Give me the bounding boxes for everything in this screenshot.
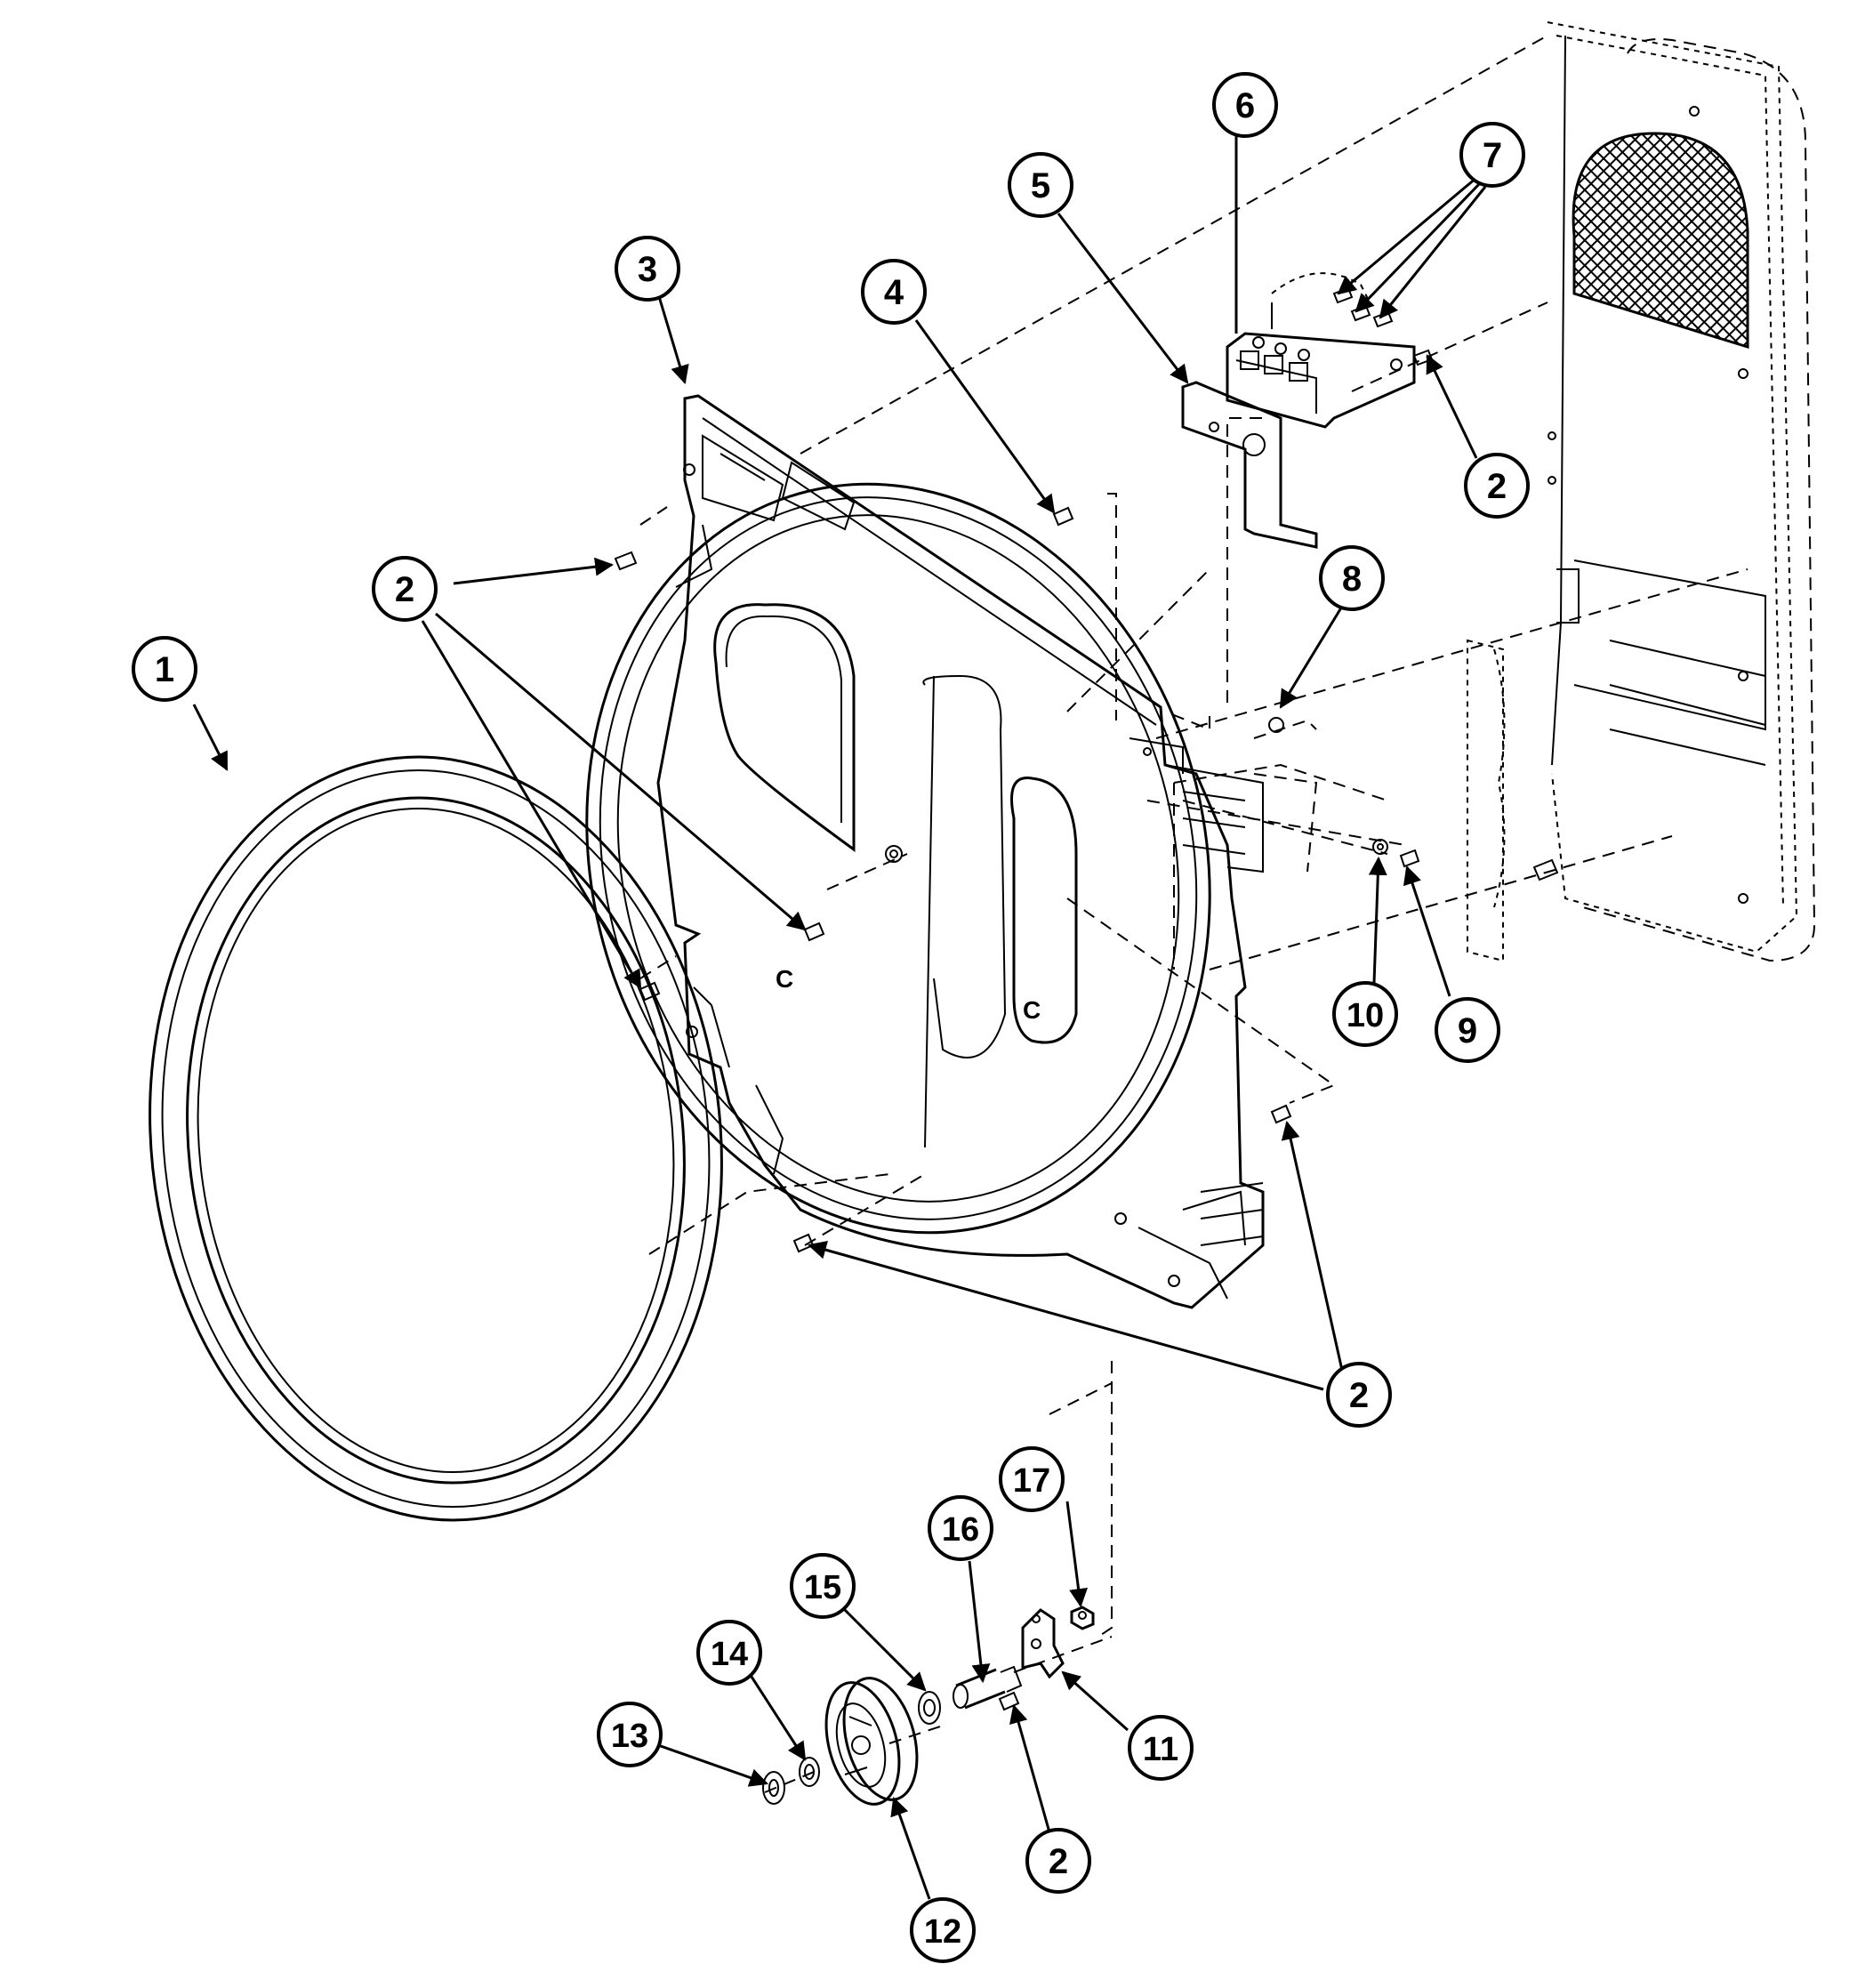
- callout-13: 13: [597, 1702, 663, 1767]
- callout-2-bottom: 2: [1326, 1362, 1392, 1428]
- svg-text:15: 15: [804, 1569, 841, 1606]
- callout-8: 8: [1319, 545, 1385, 611]
- callout-2-top-right: 2: [1464, 453, 1530, 519]
- svg-text:2: 2: [1049, 1842, 1068, 1881]
- svg-text:17: 17: [1013, 1462, 1050, 1500]
- callout-2-roller: 2: [1025, 1828, 1091, 1894]
- svg-text:2: 2: [1487, 467, 1507, 506]
- svg-text:11: 11: [1143, 1731, 1178, 1768]
- callout-9: 9: [1435, 997, 1500, 1063]
- callout-6: 6: [1212, 72, 1278, 138]
- svg-text:12: 12: [924, 1913, 961, 1951]
- callout-17: 17: [999, 1446, 1065, 1512]
- svg-text:2: 2: [395, 570, 414, 609]
- front-bulkhead: C C: [585, 394, 1265, 1309]
- svg-text:8: 8: [1342, 559, 1362, 599]
- vent-grille: [1572, 132, 1749, 350]
- callout-12: 12: [910, 1897, 976, 1963]
- svg-text:6: 6: [1235, 86, 1255, 125]
- callout-15: 15: [790, 1553, 856, 1619]
- svg-text:C: C: [776, 965, 793, 993]
- leader-lines: [192, 133, 1487, 1900]
- callout-10: 10: [1332, 981, 1398, 1047]
- svg-text:16: 16: [942, 1511, 979, 1549]
- svg-text:2: 2: [1349, 1376, 1369, 1415]
- callout-3: 3: [615, 236, 680, 302]
- svg-text:C: C: [1023, 996, 1041, 1024]
- callout-7: 7: [1459, 122, 1525, 188]
- svg-text:1: 1: [155, 650, 174, 689]
- callout-16: 16: [928, 1495, 993, 1561]
- assembly-guide-lines: [639, 35, 1749, 1793]
- svg-text:7: 7: [1483, 136, 1502, 175]
- svg-text:10: 10: [1347, 997, 1384, 1034]
- svg-text:13: 13: [611, 1718, 648, 1755]
- callout-1: 1: [132, 636, 197, 702]
- callout-2-left: 2: [372, 556, 438, 622]
- door-seal-ring: [149, 755, 723, 1522]
- terminal-block-assembly: [1181, 272, 1434, 549]
- svg-text:9: 9: [1458, 1011, 1477, 1050]
- callout-5: 5: [1008, 152, 1073, 218]
- svg-text:3: 3: [638, 250, 657, 289]
- roller-assembly: [762, 1606, 1095, 1806]
- svg-text:14: 14: [711, 1636, 748, 1673]
- cabinet-panel: [1467, 21, 1816, 962]
- callout-11: 11: [1128, 1715, 1194, 1781]
- svg-text:5: 5: [1031, 166, 1050, 205]
- svg-text:4: 4: [884, 273, 904, 312]
- callout-4: 4: [861, 259, 927, 325]
- callout-14: 14: [696, 1620, 762, 1686]
- screws: [614, 506, 1420, 1711]
